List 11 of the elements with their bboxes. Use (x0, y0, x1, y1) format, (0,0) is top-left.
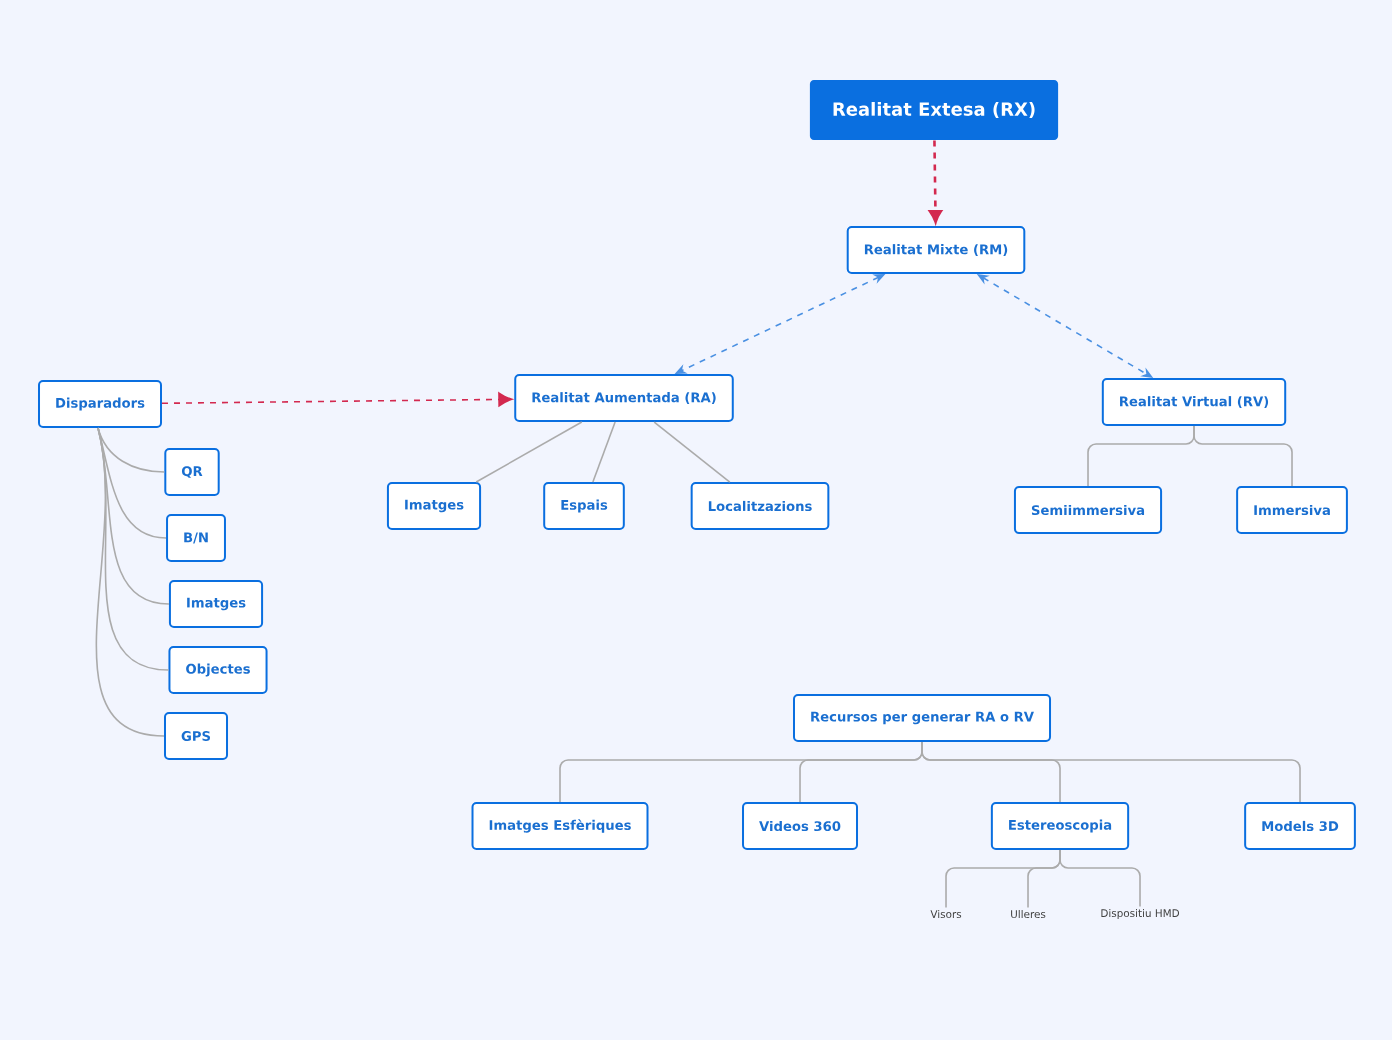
title-box: Realitat Extesa (RX) (809, 80, 1059, 140)
connector (97, 427, 166, 473)
connector (928, 140, 943, 224)
connector (161, 392, 513, 407)
connector (653, 421, 731, 483)
connector (592, 421, 616, 483)
connector (1193, 425, 1293, 487)
connector (1059, 849, 1141, 908)
connector (95, 427, 165, 737)
connector (921, 741, 1301, 803)
connector (475, 421, 583, 483)
